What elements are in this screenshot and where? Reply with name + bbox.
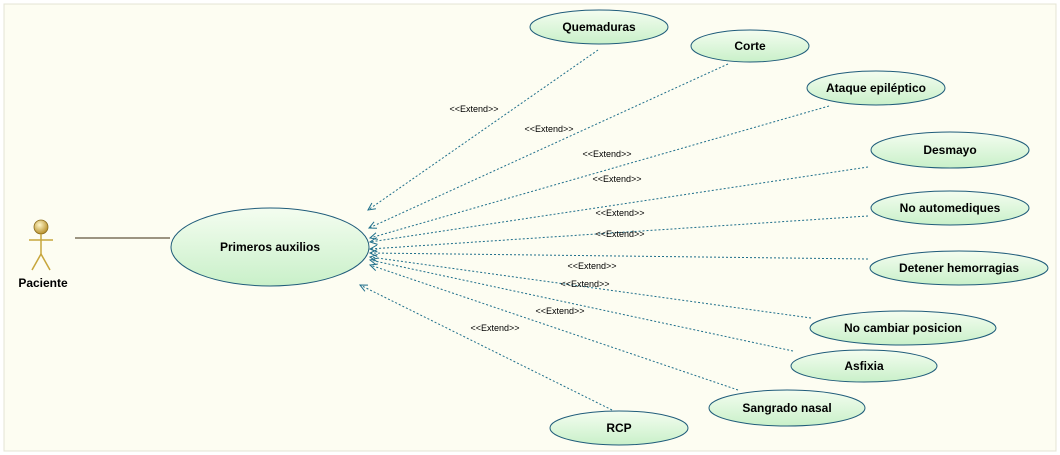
use-case-ellipse [869, 250, 1049, 286]
use-case-label: RCP [606, 421, 631, 435]
extend-edge [367, 49, 599, 211]
use-case-ellipse [806, 70, 946, 106]
use-case-label: Asfixia [844, 359, 884, 373]
extend-stereotype-label: <<Extend>> [592, 174, 641, 184]
use-case-node[interactable]: Ataque epiléptico [806, 70, 946, 106]
use-case-ellipse [708, 389, 866, 427]
use-case-label: Sangrado nasal [742, 401, 831, 415]
use-case-node[interactable]: No cambiar posicion [809, 310, 997, 346]
extend-edge [368, 63, 729, 229]
extend-arrowhead-icon [368, 254, 378, 262]
use-case-node[interactable]: No automediques [870, 190, 1030, 226]
extend-stereotype-label: <<Extend>> [524, 124, 573, 134]
extend-relationships: <<Extend>> <<Extend>> <<Extend>> <<Extend>>… [358, 49, 869, 411]
extend-stereotype-label: <<Extend>> [470, 323, 519, 333]
use-case-ellipse [809, 310, 997, 346]
extend-stereotype-label: <<Extend>> [567, 261, 616, 271]
extend-arrowhead-icon [368, 257, 378, 266]
use-case-node[interactable]: Asfixia [790, 349, 938, 383]
use-case-ellipse [870, 131, 1030, 169]
use-case-label: Ataque epiléptico [826, 81, 926, 95]
use-case-ellipse [790, 349, 938, 383]
extend-arrowhead-icon [358, 284, 369, 292]
use-case-label: Corte [734, 39, 766, 53]
extend-stereotype-label: <<Extend>> [449, 104, 498, 114]
use-case-node[interactable]: Desmayo [870, 131, 1030, 169]
extend-arrowhead-icon [368, 263, 378, 271]
use-case-ellipse [870, 190, 1030, 226]
diagram-background [3, 3, 1057, 452]
use-case-node[interactable]: Quemaduras [529, 9, 669, 45]
use-case-ellipse [549, 410, 689, 446]
use-case-node[interactable]: Detener hemorragias [869, 250, 1049, 286]
extend-stereotype-label: <<Extend>> [595, 229, 644, 239]
extend-edge [369, 259, 794, 352]
use-case-label: Quemaduras [562, 20, 636, 34]
use-case-label: No automediques [900, 201, 1001, 215]
use-case-primeros-auxilios[interactable]: Primeros auxilios [170, 207, 370, 287]
use-case-label: No cambiar posicion [844, 321, 962, 335]
extend-stereotype-label: <<Extend>> [582, 149, 631, 159]
extend-edge [359, 284, 613, 411]
extend-edge [369, 252, 869, 260]
extend-stereotype-label: <<Extend>> [535, 306, 584, 316]
actor-label: Paciente [18, 276, 68, 290]
extend-arrowhead-icon [367, 202, 376, 211]
use-case-node[interactable]: Sangrado nasal [708, 389, 866, 427]
extend-stereotype-label: <<Extend>> [595, 208, 644, 218]
extend-arrowhead-icon [368, 237, 378, 245]
extend-arrowhead-icon [367, 221, 378, 229]
actor-body-icon [29, 234, 53, 271]
actor-paciente[interactable]: Paciente [18, 219, 68, 290]
extend-edge [369, 264, 739, 391]
use-case-label: Desmayo [923, 143, 976, 157]
use-case-label: Detener hemorragias [899, 261, 1019, 275]
use-case-label: Primeros auxilios [220, 240, 320, 254]
use-case-ellipse [690, 29, 810, 63]
extend-edge [369, 215, 869, 250]
actor-head-icon [33, 219, 49, 235]
use-case-ellipse [170, 207, 370, 287]
extend-stereotype-label: <<Extend>> [560, 279, 609, 289]
use-case-node[interactable]: Corte [690, 29, 810, 63]
use-case-ellipse [529, 9, 669, 45]
use-case-node[interactable]: RCP [549, 410, 689, 446]
